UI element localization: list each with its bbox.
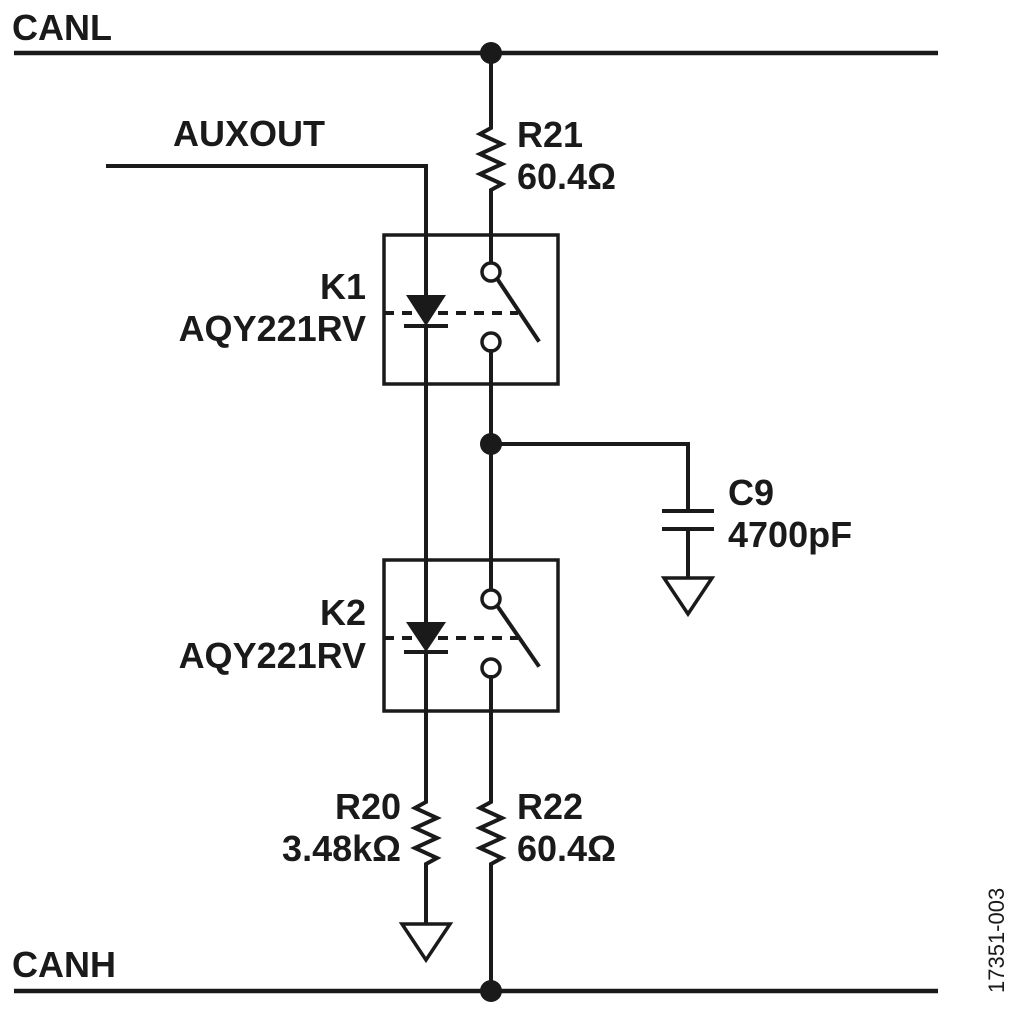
r20-ref: R20 — [335, 786, 401, 827]
r22-value: 60.4Ω — [517, 828, 616, 869]
r22-ref: R22 — [517, 786, 583, 827]
r21-resistor — [475, 118, 507, 198]
k1-switch-terminal-top — [480, 261, 502, 283]
k1-switch-blade-icon — [495, 277, 541, 343]
wire-c9 — [489, 442, 690, 511]
k2-switch-blade-icon — [495, 604, 541, 668]
k2-relay-box — [382, 558, 560, 713]
r20-value: 3.48kΩ — [282, 828, 401, 869]
r21-ref: R21 — [517, 114, 583, 155]
auxout-label: AUXOUT — [173, 113, 325, 154]
k2-switch-terminal-bottom — [480, 657, 502, 679]
k1-part: AQY221RV — [179, 308, 366, 349]
figure-id: 17351-003 — [984, 888, 1009, 993]
k1-switch-terminal-bottom — [480, 331, 502, 353]
c9-ground-icon — [660, 576, 716, 618]
k1-led-icon — [406, 295, 446, 326]
k2-switch-terminal-top — [480, 588, 502, 610]
r21-value: 60.4Ω — [517, 156, 616, 197]
canl-label: CANL — [12, 7, 112, 48]
r20-resistor — [410, 794, 442, 872]
canh-label: CANH — [12, 944, 116, 985]
r20-ground-icon — [398, 922, 454, 964]
k1-relay-box — [382, 233, 560, 386]
r22-resistor — [475, 794, 507, 872]
k2-part: AQY221RV — [179, 635, 366, 676]
k1-ref: K1 — [320, 266, 366, 307]
wire-auxout — [106, 164, 428, 297]
c9-value: 4700pF — [728, 514, 852, 555]
k2-ref: K2 — [320, 592, 366, 633]
c9-ref: C9 — [728, 472, 774, 513]
